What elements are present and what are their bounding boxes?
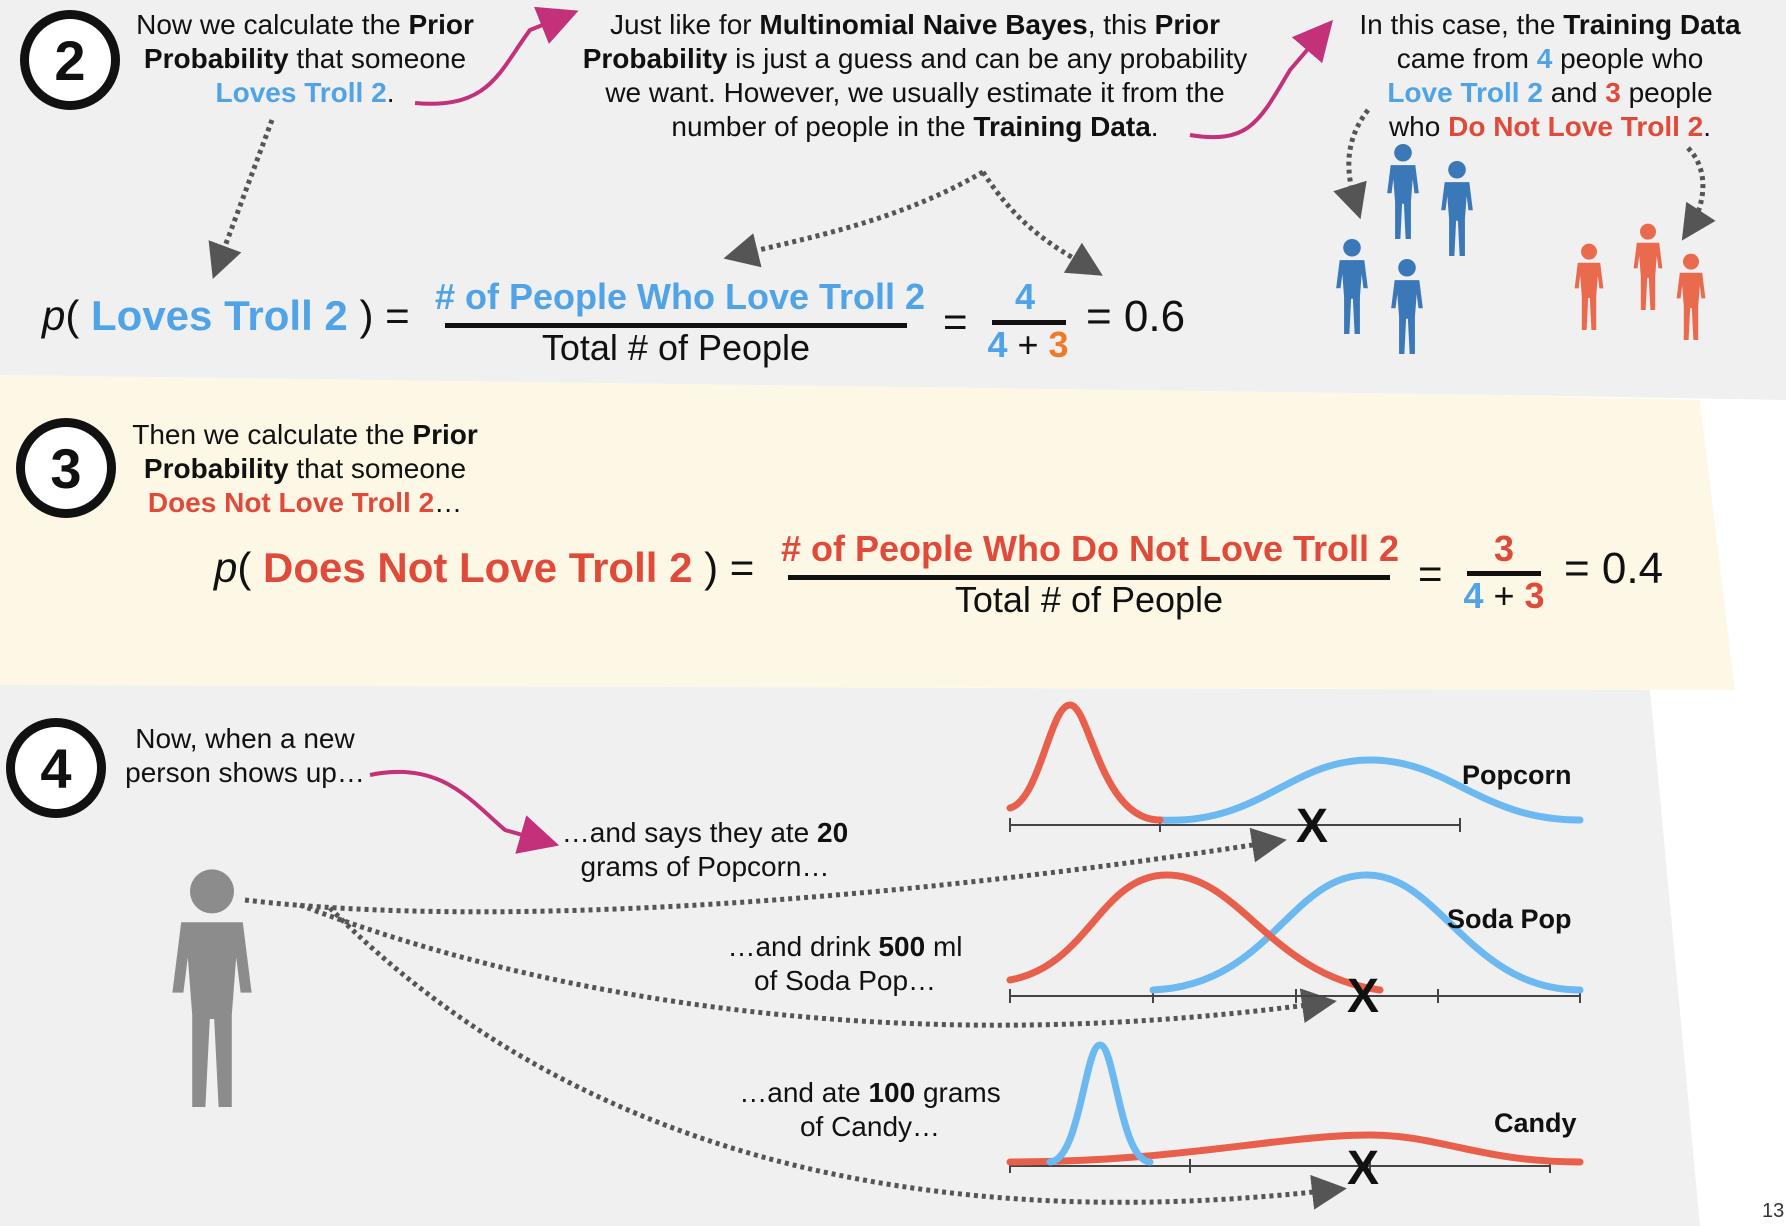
step2-num-value: 4 [1014, 276, 1036, 317]
page-number: 13 [1762, 1200, 1785, 1222]
curved-arrow-icon [414, 6, 579, 106]
dotted-arrow-icon [723, 169, 985, 268]
candy-loves-curve [1046, 1041, 1154, 1166]
curved-arrow-icon [1189, 19, 1334, 140]
dotted-arrow-icon [1333, 108, 1370, 220]
dotted-arrow-icon [328, 906, 1347, 1210]
step3-small-bar [1467, 571, 1541, 576]
step2-fraction-bar [445, 323, 907, 328]
soda-loves-curve [1149, 871, 1584, 994]
dotted-arrow-icon [244, 827, 1287, 915]
step3-denominator: Total # of People [954, 579, 1224, 620]
popcorn-x-marker: X [1296, 800, 1329, 853]
blue-people [1336, 143, 1473, 354]
step4-number-badge: 4 [6, 718, 106, 818]
soda-pop-label: Soda Pop [1447, 904, 1572, 934]
step3-den-value: 4 + 3 [1463, 575, 1545, 616]
person-icon [172, 869, 252, 1107]
dotted-arrow-icon [980, 170, 1103, 276]
step3-number-badge: 3 [16, 418, 116, 518]
step2-equals: = [943, 298, 968, 345]
step3-formula-left: p( Does Not Love Troll 2 ) = [214, 544, 755, 591]
step2-den-value: 4 + 3 [987, 324, 1069, 365]
step3-equals: = [1418, 550, 1443, 597]
step2-small-bar [992, 320, 1066, 325]
panel-step4 [0, 685, 1700, 1226]
step2-intro-text: Now we calculate the Prior Probability t… [136, 9, 474, 108]
popcorn-text: …and says they ate 20 grams of Popcorn… [561, 817, 849, 882]
step2-middle-text: Just like for Multinomial Naive Bayes, t… [582, 9, 1248, 142]
candy-doesnot-curve [1006, 1131, 1584, 1166]
popcorn-loves-curve [1156, 756, 1584, 824]
panel-step2 [0, 0, 1786, 400]
curved-arrow-icon [369, 769, 560, 854]
popcorn-label: Popcorn [1462, 760, 1572, 790]
step3-fraction-bar [788, 575, 1390, 580]
step3-intro-text: Then we calculate the Prior Probability … [132, 419, 478, 518]
candy-text: …and ate 100 grams of Candy… [739, 1077, 1001, 1142]
candy-x-marker: X [1347, 1142, 1380, 1195]
candy-label: Candy [1494, 1108, 1577, 1138]
step2-result: = 0.6 [1086, 292, 1186, 341]
soda-doesnot-curve [1006, 871, 1384, 994]
step2-numerator: # of People Who Love Troll 2 [434, 276, 926, 317]
red-people [1574, 223, 1706, 340]
dotted-arrow-icon [1681, 146, 1716, 241]
dotted-arrow-icon [208, 119, 275, 280]
step2-formula-left: p( Loves Troll 2 ) = [42, 292, 410, 339]
step2-right-text: In this case, the Training Data came fro… [1359, 9, 1741, 142]
panel-step3 [0, 375, 1735, 690]
soda-text: …and drink 500 ml of Soda Pop… [727, 931, 963, 996]
dotted-arrow-icon [299, 902, 1337, 1028]
step3-numerator: # of People Who Do Not Love Troll 2 [780, 528, 1400, 569]
step2-number-badge: 2 [20, 10, 120, 110]
soda-x-marker: X [1347, 970, 1380, 1023]
popcorn-doesnot-curve [1006, 701, 1164, 824]
step2-denominator: Total # of People [541, 327, 811, 368]
step3-result: = 0.4 [1564, 544, 1664, 593]
step3-num-value: 3 [1493, 528, 1515, 569]
